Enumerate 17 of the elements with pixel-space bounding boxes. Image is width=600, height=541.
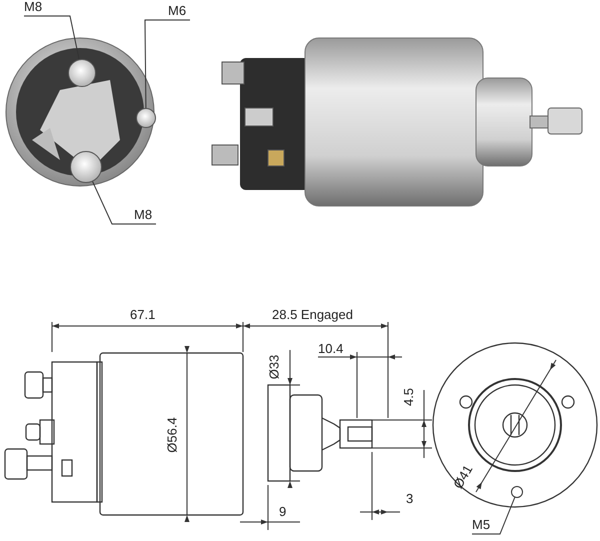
mounting-hole <box>511 486 523 498</box>
callout-text: M8 <box>24 0 42 14</box>
dimension-label: 4.5 <box>402 388 416 406</box>
callout-text: M6 <box>168 4 186 18</box>
dimension-label: 3 <box>406 492 414 506</box>
leader-line <box>144 20 190 108</box>
dimension-label: 28.5 Engaged <box>272 308 353 322</box>
leader-line <box>24 16 80 60</box>
leader-line <box>472 497 516 534</box>
callout-text: M8 <box>134 208 152 222</box>
dimension-label: 67.1 <box>130 308 156 322</box>
dimension-label: 10.4 <box>318 342 344 356</box>
dimension-label: 9 <box>279 505 286 519</box>
dimension-label: Ø33 <box>267 354 282 380</box>
callout-text: M5 <box>472 518 490 532</box>
leader-line <box>92 181 156 224</box>
dimension-label: Ø56.4 <box>166 417 180 453</box>
